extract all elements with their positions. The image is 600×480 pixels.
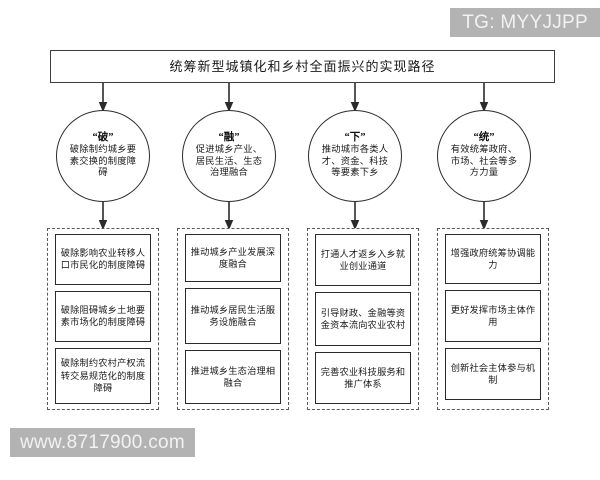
measure-label: 推动城乡产业发展深度融合 bbox=[190, 246, 276, 269]
measure-label: 推动城乡居民生活服务设施融合 bbox=[190, 304, 276, 327]
branch-group-rong: 推动城乡产业发展深度融合 推动城乡居民生活服务设施融合 推进城乡生态治理相融合 bbox=[177, 228, 289, 410]
branch-key-label: “融” bbox=[218, 131, 240, 143]
watermark-top-right: TG: MYYJJPP bbox=[450, 8, 600, 37]
branch-desc-label: 有效统筹政府、市场、社会等多方力量 bbox=[450, 144, 518, 179]
measure-box: 推动城乡居民生活服务设施融合 bbox=[185, 288, 281, 344]
measure-box: 创新社会主体参与机制 bbox=[445, 348, 541, 400]
branch-node-tong: “统” 有效统筹政府、市场、社会等多方力量 bbox=[437, 110, 531, 202]
measure-label: 增强政府统筹协调能力 bbox=[450, 247, 536, 270]
branch-group-xia: 打通人才返乡入乡就业创业通道 引导财政、金融等资金资本流向农业农村 完善农业科技… bbox=[307, 228, 419, 410]
measure-box: 推进城乡生态治理相融合 bbox=[185, 350, 281, 404]
measure-box: 引导财政、金融等资金资本流向农业农村 bbox=[315, 292, 411, 346]
measure-box: 增强政府统筹协调能力 bbox=[445, 234, 541, 284]
diagram-title-box: 统筹新型城镇化和乡村全面振兴的实现路径 bbox=[50, 50, 555, 83]
measure-box: 破除制约农村产权流转交易规范化的制度障碍 bbox=[55, 347, 151, 404]
branch-desc-label: 推动城市各类人才、资金、科技等要素下乡 bbox=[321, 144, 389, 179]
watermark-bottom-left: www.8717900.com bbox=[10, 428, 196, 457]
branch-node-rong: “融” 促进城乡产业、居民生活、生态治理融合 bbox=[182, 110, 276, 202]
branch-node-po: “破” 破除制约城乡要素交换的制度障碍 bbox=[56, 110, 150, 202]
branch-group-tong: 增强政府统筹协调能力 更好发挥市场主体作用 创新社会主体参与机制 bbox=[437, 228, 549, 410]
branch-desc-label: 促进城乡产业、居民生活、生态治理融合 bbox=[195, 144, 263, 179]
measure-label: 破除阻碍城乡土地要素市场化的制度障碍 bbox=[60, 304, 146, 328]
measure-label: 推进城乡生态治理相融合 bbox=[190, 365, 276, 388]
measure-box: 打通人才返乡入乡就业创业通道 bbox=[315, 234, 411, 287]
measure-label: 完善农业科技服务和推广体系 bbox=[320, 366, 406, 389]
measure-box: 推动城乡产业发展深度融合 bbox=[185, 234, 281, 282]
branch-desc-label: 破除制约城乡要素交换的制度障碍 bbox=[69, 144, 137, 179]
measure-box: 更好发挥市场主体作用 bbox=[445, 290, 541, 342]
measure-box: 破除影响农业转移人口市民化的制度障碍 bbox=[55, 234, 151, 285]
page-title: 统筹新型城镇化和乡村全面振兴的实现路径 bbox=[169, 59, 436, 74]
measure-label: 破除制约农村产权流转交易规范化的制度障碍 bbox=[60, 358, 146, 393]
branch-key-label: “统” bbox=[473, 131, 495, 143]
measure-label: 引导财政、金融等资金资本流向农业农村 bbox=[320, 307, 406, 330]
measure-label: 更好发挥市场主体作用 bbox=[450, 304, 536, 327]
branch-key-label: “破” bbox=[92, 131, 114, 143]
measure-box: 完善农业科技服务和推广体系 bbox=[315, 351, 411, 404]
branch-group-po: 破除影响农业转移人口市民化的制度障碍 破除阻碍城乡土地要素市场化的制度障碍 破除… bbox=[47, 228, 159, 410]
measure-label: 创新社会主体参与机制 bbox=[450, 362, 536, 385]
measure-label: 打通人才返乡入乡就业创业通道 bbox=[320, 248, 406, 272]
branch-key-label: “下” bbox=[344, 131, 366, 143]
branch-node-xia: “下” 推动城市各类人才、资金、科技等要素下乡 bbox=[308, 110, 402, 202]
measure-box: 破除阻碍城乡土地要素市场化的制度障碍 bbox=[55, 290, 151, 342]
measure-label: 破除影响农业转移人口市民化的制度障碍 bbox=[60, 248, 146, 271]
